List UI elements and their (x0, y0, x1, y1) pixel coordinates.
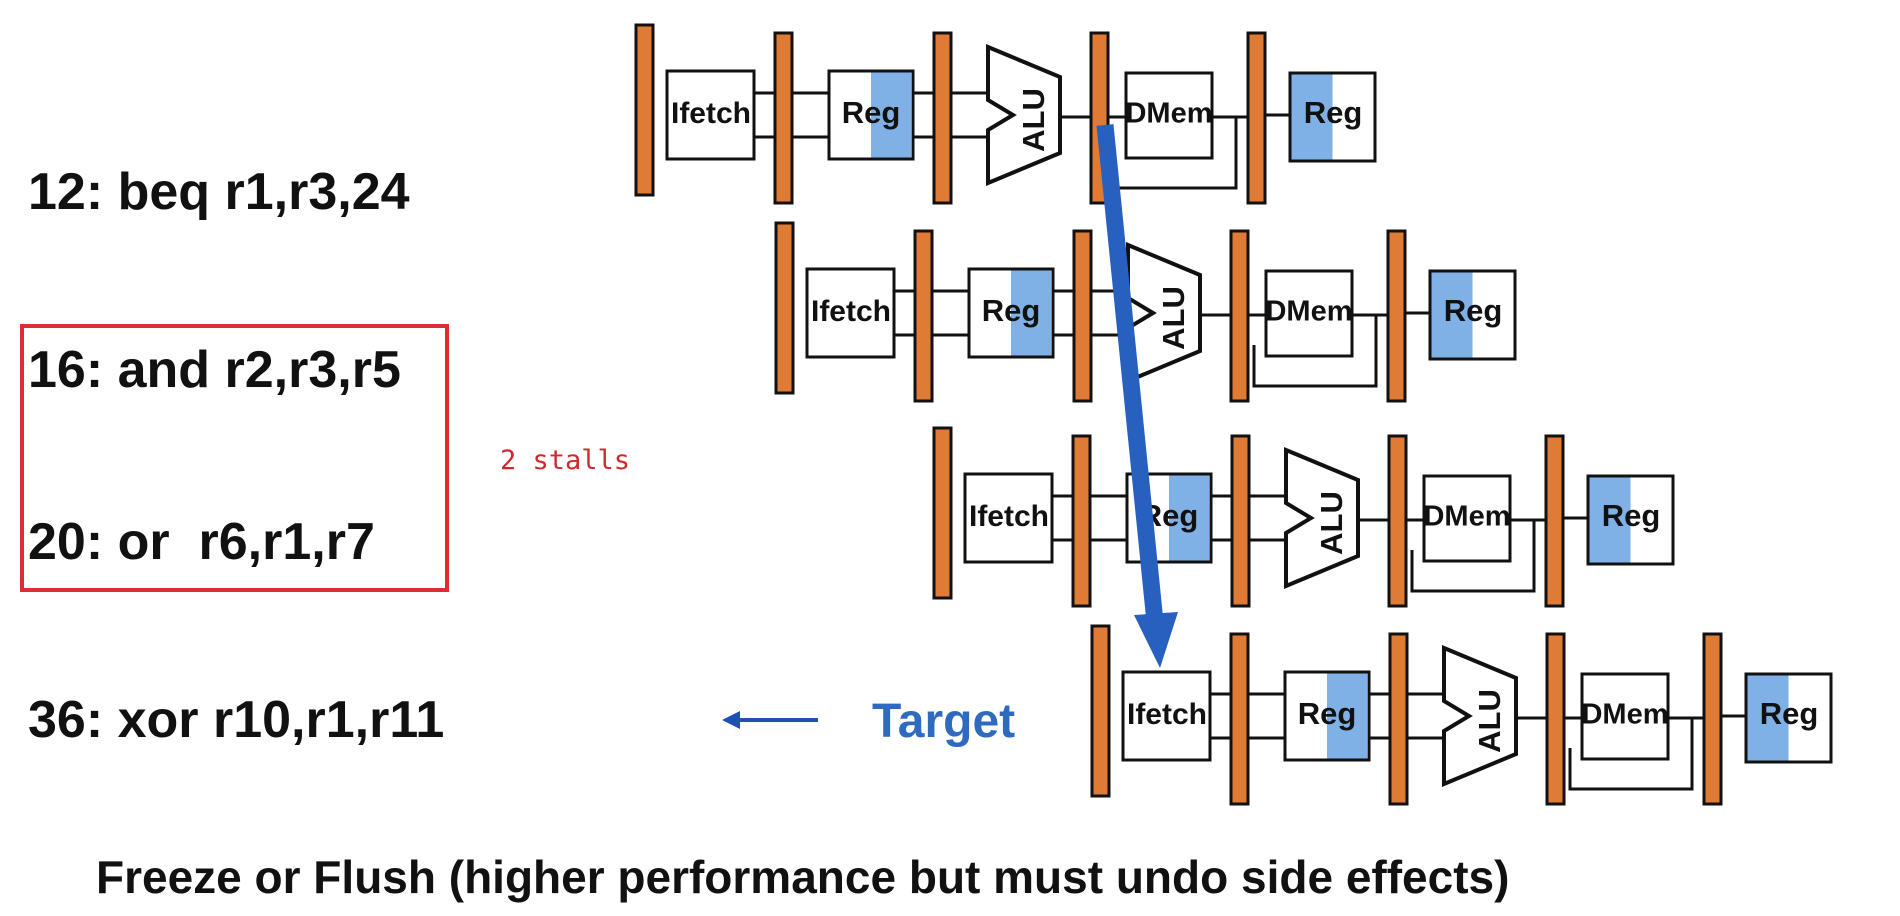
writeback-reg-outline (1428, 269, 1517, 361)
writeback-reg-shade (1589, 477, 1631, 563)
ifetch-label: Ifetch (1127, 698, 1207, 731)
writeback-reg-label: Reg (1304, 95, 1363, 130)
pipeline-register (1229, 632, 1250, 806)
dmem-stage (1264, 269, 1354, 358)
instruction-or: 20: or r6,r1,r7 (28, 513, 375, 571)
reg-shade (1327, 673, 1367, 759)
writeback-reg-outline (1744, 672, 1833, 764)
dmem-label: DMem (1125, 98, 1212, 130)
pipeline-register (1230, 434, 1251, 608)
bypass-wire (1568, 718, 1694, 791)
reg-outline (1283, 670, 1371, 762)
branch-arrow-head (1134, 612, 1178, 668)
pipeline-register (1229, 229, 1250, 403)
pipeline-register (634, 23, 655, 197)
instruction-xor: 36: xor r10,r1,r11 (28, 691, 445, 749)
alu-label: ALU (1314, 491, 1349, 555)
branch-arrow (1096, 124, 1164, 623)
dmem-stage (1422, 474, 1512, 563)
dmem-label: DMem (1581, 699, 1668, 731)
pipeline-register (1545, 632, 1566, 806)
stalls-label: 2 stalls (500, 445, 631, 476)
reg-label: Reg (842, 95, 901, 130)
alu-label: ALU (1016, 88, 1051, 152)
ifetch-stage (805, 267, 896, 359)
writeback-reg-label: Reg (1602, 498, 1661, 533)
ifetch-label: Ifetch (969, 500, 1049, 533)
reg-shade (1169, 475, 1209, 561)
ifetch-label: Ifetch (811, 295, 891, 328)
pipeline-register (1072, 229, 1093, 403)
writeback-reg-shade (1747, 675, 1789, 761)
target-label: Target (872, 695, 1016, 748)
dmem-stage (1580, 672, 1670, 761)
reg-label: Reg (1298, 696, 1357, 731)
alu-stage (1284, 447, 1360, 589)
reg-outline (827, 69, 915, 161)
caption: Freeze or Flush (higher performance but … (96, 851, 1510, 903)
pipeline-register (1702, 632, 1723, 806)
reg-shade (871, 72, 911, 158)
alu-label: ALU (1156, 286, 1191, 350)
writeback-reg-outline (1288, 71, 1377, 163)
pipeline-register (1388, 632, 1409, 806)
writeback-reg-shade (1431, 272, 1473, 358)
pipeline-register (1090, 624, 1111, 798)
writeback-reg-shade (1291, 74, 1333, 160)
dmem-label: DMem (1265, 296, 1352, 328)
writeback-reg-outline (1586, 474, 1675, 566)
alu-stage (986, 44, 1062, 186)
ifetch-stage (963, 472, 1054, 564)
ifetch-label: Ifetch (671, 97, 751, 130)
alu-label: ALU (1472, 689, 1507, 753)
bypass-wire (1410, 520, 1536, 593)
instruction-beq: 12: beq r1,r3,24 (28, 163, 410, 221)
pipeline-register (1544, 434, 1565, 608)
dmem-label: DMem (1423, 501, 1510, 533)
bypass-wire (1252, 315, 1378, 388)
writeback-reg-label: Reg (1760, 696, 1819, 731)
pipeline-register (1387, 434, 1408, 608)
reg-outline (967, 267, 1055, 359)
pipeline-register (1386, 229, 1407, 403)
target-pointer-head (722, 711, 740, 729)
reg-label: Reg (982, 293, 1041, 328)
reg-outline (1125, 472, 1213, 564)
ifetch-stage (1121, 670, 1212, 762)
pipeline-register (774, 221, 795, 395)
pipeline-register (1246, 31, 1267, 205)
pipeline-register (932, 31, 953, 205)
pipeline-register (913, 229, 934, 403)
writeback-reg-label: Reg (1444, 293, 1503, 328)
ifetch-stage (665, 69, 756, 161)
reg-shade (1011, 270, 1051, 356)
instruction-and: 16: and r2,r3,r5 (28, 341, 401, 399)
pipeline-register (932, 426, 953, 600)
alu-stage (1442, 645, 1518, 787)
pipeline-register (773, 31, 794, 205)
stalled-instructions-box (20, 324, 449, 592)
pipeline-register (1071, 434, 1092, 608)
